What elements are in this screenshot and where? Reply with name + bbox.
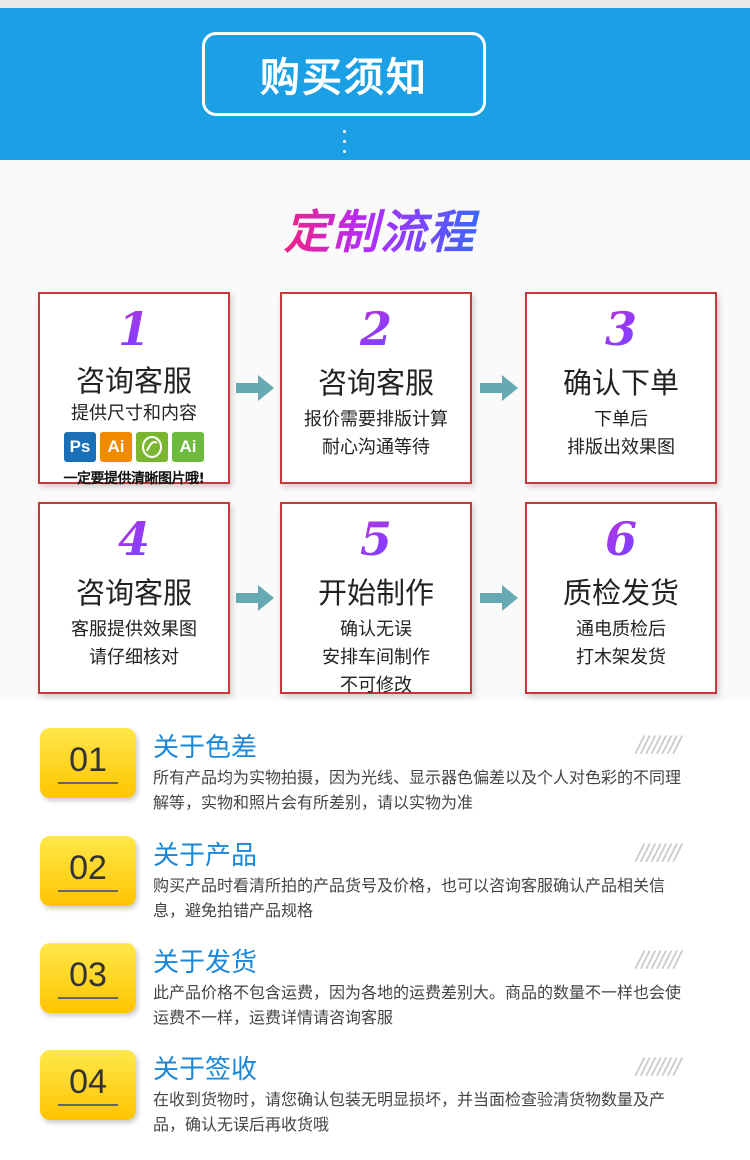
step-text: 报价需要排版计算 [304,409,448,430]
notice-number: 02 [69,849,107,887]
flow-step-2: 2 咨询客服 报价需要排版计算 耐心沟通等待 [280,292,472,484]
flow-step-4: 4 咨询客服 客服提供效果图 请仔细核对 [38,502,230,694]
notice-text: 购买产品时看清所拍的产品货号及价格，也可以咨询客服确认产品相关信息，避免拍错产品… [153,876,666,920]
header-banner: 购买须知 [0,8,750,163]
step-text: 通电质检后 [576,619,666,640]
slash-decoration: //////// [636,1055,681,1080]
step-text: 提供尺寸和内容 [71,403,197,424]
notice-item-receipt: 04 关于签收 //////// 在收到货物时，请您确认包装无明显损坏，并当面检… [0,1047,750,1147]
step-text: 打木架发货 [576,647,666,668]
notice-text: 在收到货物时，请您确认包装无明显损坏，并当面检查验清货物数量及产品，确认无误后再… [153,1090,666,1134]
step-text: 安排车间制作 [322,647,430,668]
notice-number: 03 [69,956,107,994]
notice-item-product: 02 关于产品 //////// 购买产品时看清所拍的产品货号及价格，也可以咨询… [0,833,750,933]
step-heading: 开始制作 [317,576,434,610]
coreldraw-icon [136,432,168,462]
step-text: 请仔细核对 [89,647,179,668]
top-strip [0,0,750,8]
step-text: 排版出效果图 [567,437,675,458]
illustrator-alt-icon: Ai [172,432,204,462]
flow-step-5: 5 开始制作 确认无误 安排车间制作 不可修改 [280,502,472,696]
notice-badge: 01 [40,728,136,798]
step-text: 客服提供效果图 [71,619,197,640]
slash-decoration: //////// [636,841,681,866]
illustrator-icon: Ai [100,432,132,462]
flow-step-1: 1 咨询客服 提供尺寸和内容 Ps Ai Ai 一定要提供清晰图片哦! [38,292,230,487]
notice-title: 关于产品 [153,841,258,871]
notice-text: 此产品价格不包含运费，因为各地的运费差别大。商品的数量不一样也会使运费不一样，运… [153,983,682,1027]
page-title: 购买须知 [202,32,486,116]
flow-title: 定制流程 [270,196,490,262]
step-number: 1 [40,306,228,352]
image-note: 一定要提供清晰图片哦! [63,471,205,487]
notice-title: 关于色差 [153,733,258,763]
flow-step-6: 6 质检发货 通电质检后 打木架发货 [525,502,717,694]
photoshop-icon: Ps [64,432,96,462]
notice-item-color: 01 关于色差 //////// 所有产品均为实物拍摄，因为光线、显示器色偏差以… [0,725,750,825]
slash-decoration: //////// [636,733,681,758]
dotted-divider [343,130,347,164]
step-heading: 质检发货 [562,576,679,610]
step-heading: 咨询客服 [317,366,434,400]
notice-badge: 02 [40,836,136,906]
step-heading: 确认下单 [562,366,679,400]
step-number: 3 [527,306,715,352]
flow-step-3: 3 确认下单 下单后 排版出效果图 [525,292,717,484]
notice-number: 01 [69,741,107,779]
step-number: 5 [282,516,470,562]
step-text: 确认无误 [340,619,412,640]
step-number: 4 [40,516,228,562]
notice-badge: 04 [40,1050,136,1120]
notice-number: 04 [69,1063,107,1101]
step-heading: 咨询客服 [75,576,192,610]
notice-item-shipping: 03 关于发货 //////// 此产品价格不包含运费，因为各地的运费差别大。商… [0,940,750,1040]
notice-title: 关于签收 [153,1055,258,1085]
step-text: 下单后 [594,409,648,430]
notice-badge: 03 [40,943,136,1013]
slash-decoration: //////// [636,948,681,973]
notice-text: 所有产品均为实物拍摄，因为光线、显示器色偏差以及个人对色彩的不同理解等，实物和照… [153,768,682,812]
step-text: 不可修改 [340,675,412,696]
step-heading: 咨询客服 [75,364,192,398]
notice-title: 关于发货 [153,948,258,978]
step-text: 耐心沟通等待 [322,437,430,458]
software-icons: Ps Ai Ai [40,432,228,462]
step-number: 6 [527,516,715,562]
step-number: 2 [282,306,470,352]
